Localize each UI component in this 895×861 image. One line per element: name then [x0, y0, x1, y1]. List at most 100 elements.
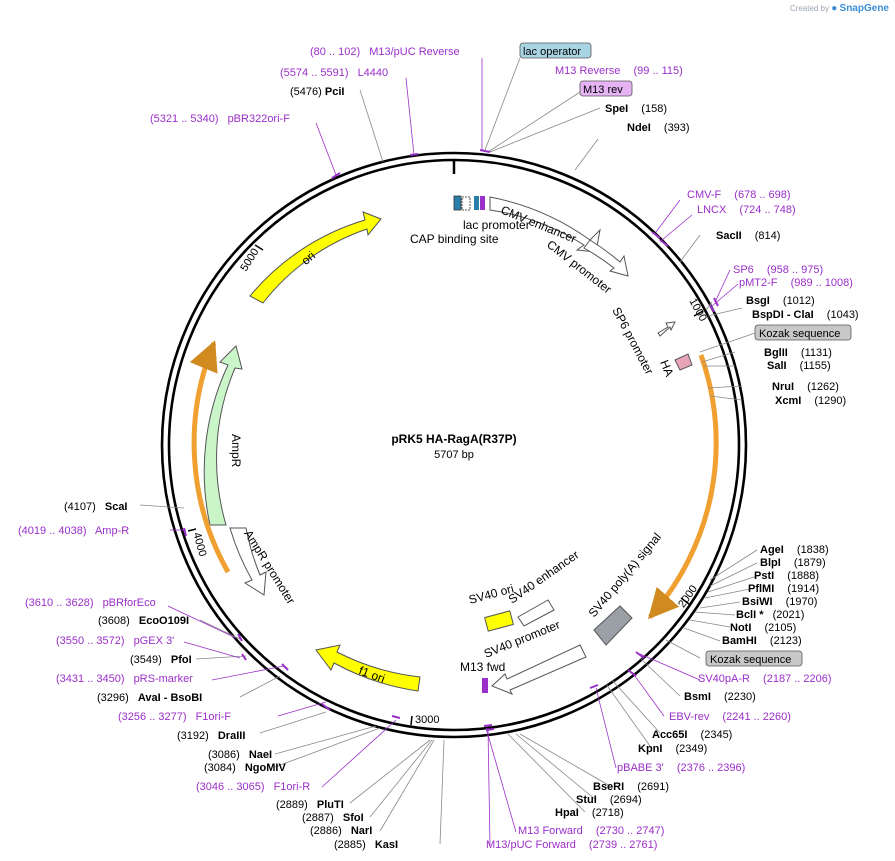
site-stui: StuI (2694) — [576, 794, 642, 806]
site-nrui: NruI (1262) — [772, 381, 839, 393]
site-naei: (3086) NaeI — [208, 749, 272, 761]
site-draiii: (3192) DraIII — [177, 730, 245, 742]
boxed-labels: lac operator M13 rev Kozak sequence Koza… — [519, 42, 852, 667]
kozak-box-bottom — [705, 650, 803, 667]
site-pfoi: (3549) PfoI — [130, 654, 192, 666]
site-bcli: BclI * (2021) — [736, 609, 804, 621]
kozak-box-top — [754, 324, 852, 341]
site-noti: NotI (2105) — [730, 622, 796, 634]
site-pflmi: PflMI (1914) — [748, 583, 819, 595]
primer-pbabe-3: pBABE 3' (2376 .. 2396) — [617, 762, 745, 774]
primer-ebv-rev: EBV-rev (2241 .. 2260) — [669, 711, 791, 723]
leader-lines — [139, 57, 758, 845]
plasmid-length: 5707 bp — [434, 449, 474, 461]
site-bamhi: BamHI (2123) — [722, 635, 802, 647]
tick-5000 — [254, 244, 264, 251]
site-xcmi: XcmI (1290) — [775, 395, 846, 407]
feature-f1-ori-label: f1 ori — [357, 663, 387, 685]
tick-label-5000: 5000 — [238, 246, 261, 273]
tick-4000 — [187, 528, 197, 532]
site-blpi: BlpI (1879) — [760, 557, 826, 569]
primer-amp-r: (4019 .. 4038) Amp-R — [18, 525, 129, 537]
feature-sv40-polya — [593, 605, 633, 646]
primer-cmv-f: CMV-F (678 .. 698) — [687, 189, 791, 201]
feature-m13-fwd — [482, 678, 488, 693]
site-scai: (4107) ScaI — [64, 501, 128, 513]
primer-prs-marker: (3431 .. 3450) pRS-marker — [56, 673, 193, 685]
site-agei: AgeI (1838) — [760, 544, 829, 556]
site-sacii: SacII (814) — [716, 230, 780, 242]
feature-ampr-orf — [189, 340, 231, 574]
feature-lac-promoter — [461, 196, 471, 211]
feature-ha-label: HA — [657, 358, 676, 379]
tick-label-4000: 4000 — [190, 531, 208, 558]
lac-operator-mark — [474, 196, 479, 210]
credit-brand: SnapGene — [839, 3, 889, 14]
feature-ori — [249, 211, 382, 304]
kozak-box-bottom-label: Kozak sequence — [710, 654, 791, 666]
kozak-box-top-label: Kozak sequence — [759, 328, 840, 340]
site-bseri: BseRI (2691) — [593, 781, 669, 793]
site-psti: PstI (1888) — [754, 570, 819, 582]
site-avai-bsobi: (3296) AvaI - BsoBI — [97, 692, 202, 704]
site-spei: SpeI (158) — [605, 103, 667, 115]
primers: (80 .. 102) M13/pUC Reverse (5574 .. 559… — [18, 46, 853, 851]
feature-ha — [674, 353, 693, 371]
feature-sv40-promoter — [491, 644, 587, 695]
backbone — [160, 151, 748, 739]
feature-raga-orf — [648, 354, 719, 620]
site-ndei: NdeI (393) — [627, 122, 690, 134]
site-bsmi: BsmI (2230) — [684, 691, 756, 703]
backbone-outer-ring — [160, 151, 748, 739]
primer-pbrforeco: (3610 .. 3628) pBRforEco — [25, 597, 156, 609]
site-ngomiv: (3084) NgoMIV — [204, 762, 286, 774]
primer-m13-puc-forward: M13/pUC Forward (2739 .. 2761) — [486, 839, 657, 851]
primer-marks — [183, 149, 719, 731]
feature-m13-fwd-label: M13 fwd — [460, 660, 505, 674]
tick-2000 — [680, 597, 690, 605]
primer-m13-puc-reverse: (80 .. 102) M13/pUC Reverse — [310, 46, 460, 58]
feature-ampr-promoter — [229, 527, 267, 596]
primer-m13-forward: M13 Forward (2730 .. 2747) — [518, 825, 664, 837]
lac-operator-box-label: lac operator — [523, 46, 581, 58]
feature-ampr-label: AmpR — [229, 434, 243, 468]
credit-text: Created by — [789, 4, 830, 13]
m13-rev-mark — [480, 196, 485, 210]
site-nari: (2886) NarI — [310, 825, 372, 837]
site-kpni: KpnI (2349) — [638, 743, 707, 755]
feature-cap-binding-site — [453, 195, 462, 211]
site-kasi: (2885) KasI — [334, 839, 398, 851]
primer-sv40pa-r: SV40pA-R (2187 .. 2206) — [698, 673, 832, 685]
feature-sp6-promoter-label: SP6 promoter — [609, 305, 656, 377]
feature-cmv-promoter — [583, 239, 629, 277]
snapgene-credit: Created by ● SnapGene — [790, 3, 889, 14]
feature-sv40-ori — [484, 610, 514, 632]
primer-pgex-3: (3550 .. 3572) pGEX 3' — [56, 635, 174, 647]
tick-1000 — [693, 310, 704, 317]
tick-label-1000: 1000 — [686, 296, 708, 323]
ticks: 1000 2000 3000 4000 5000 — [187, 244, 709, 726]
primer-lines — [167, 58, 739, 847]
site-hpai: HpaI (2718) — [555, 807, 624, 819]
primer-sp6: SP6 (958 .. 975) — [733, 264, 823, 276]
site-bsgi: BsgI (1012) — [746, 295, 815, 307]
tick-label-3000: 3000 — [415, 714, 439, 726]
plasmid-name: pRK5 HA-RagA(R37P) — [391, 432, 516, 446]
site-sali: SalI (1155) — [767, 360, 831, 372]
lac-operator-box — [519, 42, 592, 59]
site-ecoo109i: (3608) EcoO109I — [98, 615, 189, 627]
primer-f1ori-f: (3256 .. 3277) F1ori-F — [118, 711, 231, 723]
feature-f1-ori — [315, 644, 421, 692]
primer-pmt2-f: pMT2-F (989 .. 1008) — [739, 277, 853, 289]
tick-3000 — [410, 715, 413, 726]
feature-sv40-polya-label: SV40 poly(A) signal — [586, 530, 664, 620]
primer-pbr322ori-f: (5321 .. 5340) pBR322ori-F — [150, 113, 290, 125]
feature-sv40-enhancer-label: SV40 enhancer — [506, 548, 582, 607]
site-bspdi-clai: BspDI - ClaI (1043) — [752, 309, 859, 321]
feature-lac-promoter-label: lac promoter — [463, 218, 530, 232]
restriction-sites: (5476) PciI SpeI (158) NdeI (393) SacII … — [64, 86, 859, 851]
m13-rev-box — [579, 80, 633, 97]
site-acc65i: Acc65I (2345) — [652, 729, 732, 741]
feature-cap-binding-site-label: CAP binding site — [410, 232, 499, 246]
site-sfoi: (2887) SfoI — [302, 812, 364, 824]
